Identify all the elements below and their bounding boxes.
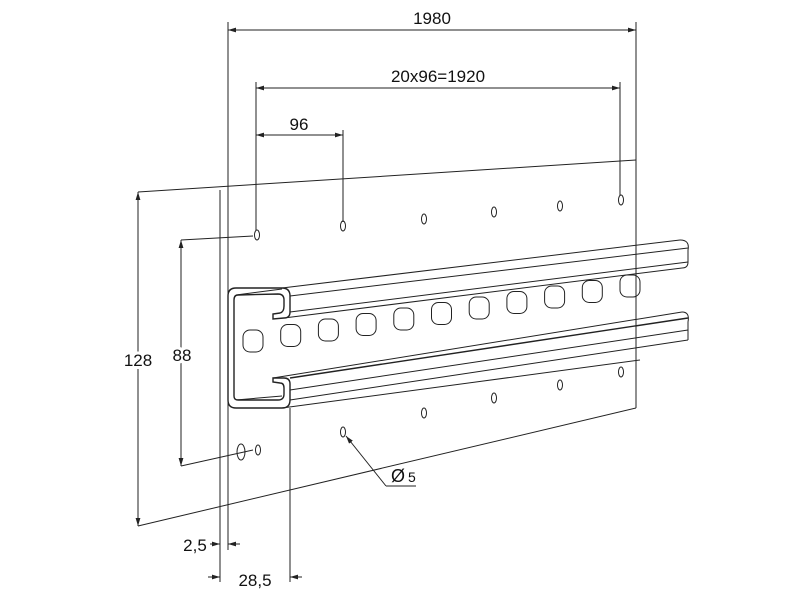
hole [491, 392, 497, 404]
c-channel-rail [227, 239, 689, 582]
rail-slot [280, 324, 302, 347]
rail-slot [355, 313, 377, 336]
hole [421, 407, 427, 419]
dimension-label-128: 128 [124, 351, 152, 370]
dimension-label-88: 88 [173, 346, 192, 365]
rail-slot [544, 285, 566, 309]
dimension-label-5: 5 [408, 469, 416, 485]
dimension-label-1920: 20x96=1920 [391, 67, 485, 86]
hole [618, 194, 624, 206]
hole [557, 379, 563, 391]
rail-slot [506, 291, 528, 314]
diameter-symbol: Ø [391, 466, 405, 486]
rail-slots [242, 274, 641, 353]
dimension-label-96: 96 [290, 115, 309, 134]
plate-holes [236, 194, 624, 461]
dimension-hole-row-spacing: 88 [170, 235, 254, 467]
rail-slot [468, 296, 490, 320]
rail-slot [581, 280, 603, 303]
rail-slot [242, 329, 264, 353]
hole [491, 206, 497, 218]
dimension-label-1980: 1980 [413, 9, 451, 28]
hole [618, 366, 624, 378]
dimension-hole-diameter: Ø 5 [345, 435, 416, 487]
hole [255, 444, 261, 456]
dimension-label-2-5: 2,5 [183, 536, 207, 555]
dimension-hole-pitch: 96 [256, 115, 344, 222]
dimension-plate-thickness: 2,5 [183, 536, 240, 555]
rail-slot [393, 307, 415, 331]
dimension-plate-height: 128 [121, 192, 155, 526]
dimension-hole-span: 20x96=1920 [255, 67, 621, 230]
dimension-rail-offset: 28,5 [208, 571, 302, 590]
hole [254, 229, 260, 241]
rail-slot [619, 274, 641, 298]
rail-slot [317, 318, 339, 342]
hole [340, 220, 346, 232]
hole [557, 200, 563, 212]
hole [421, 213, 427, 225]
dimension-overall-length: 1980 [227, 9, 637, 188]
rail-slot [431, 302, 452, 325]
dimension-label-28-5: 28,5 [238, 571, 271, 590]
hole [340, 426, 346, 438]
